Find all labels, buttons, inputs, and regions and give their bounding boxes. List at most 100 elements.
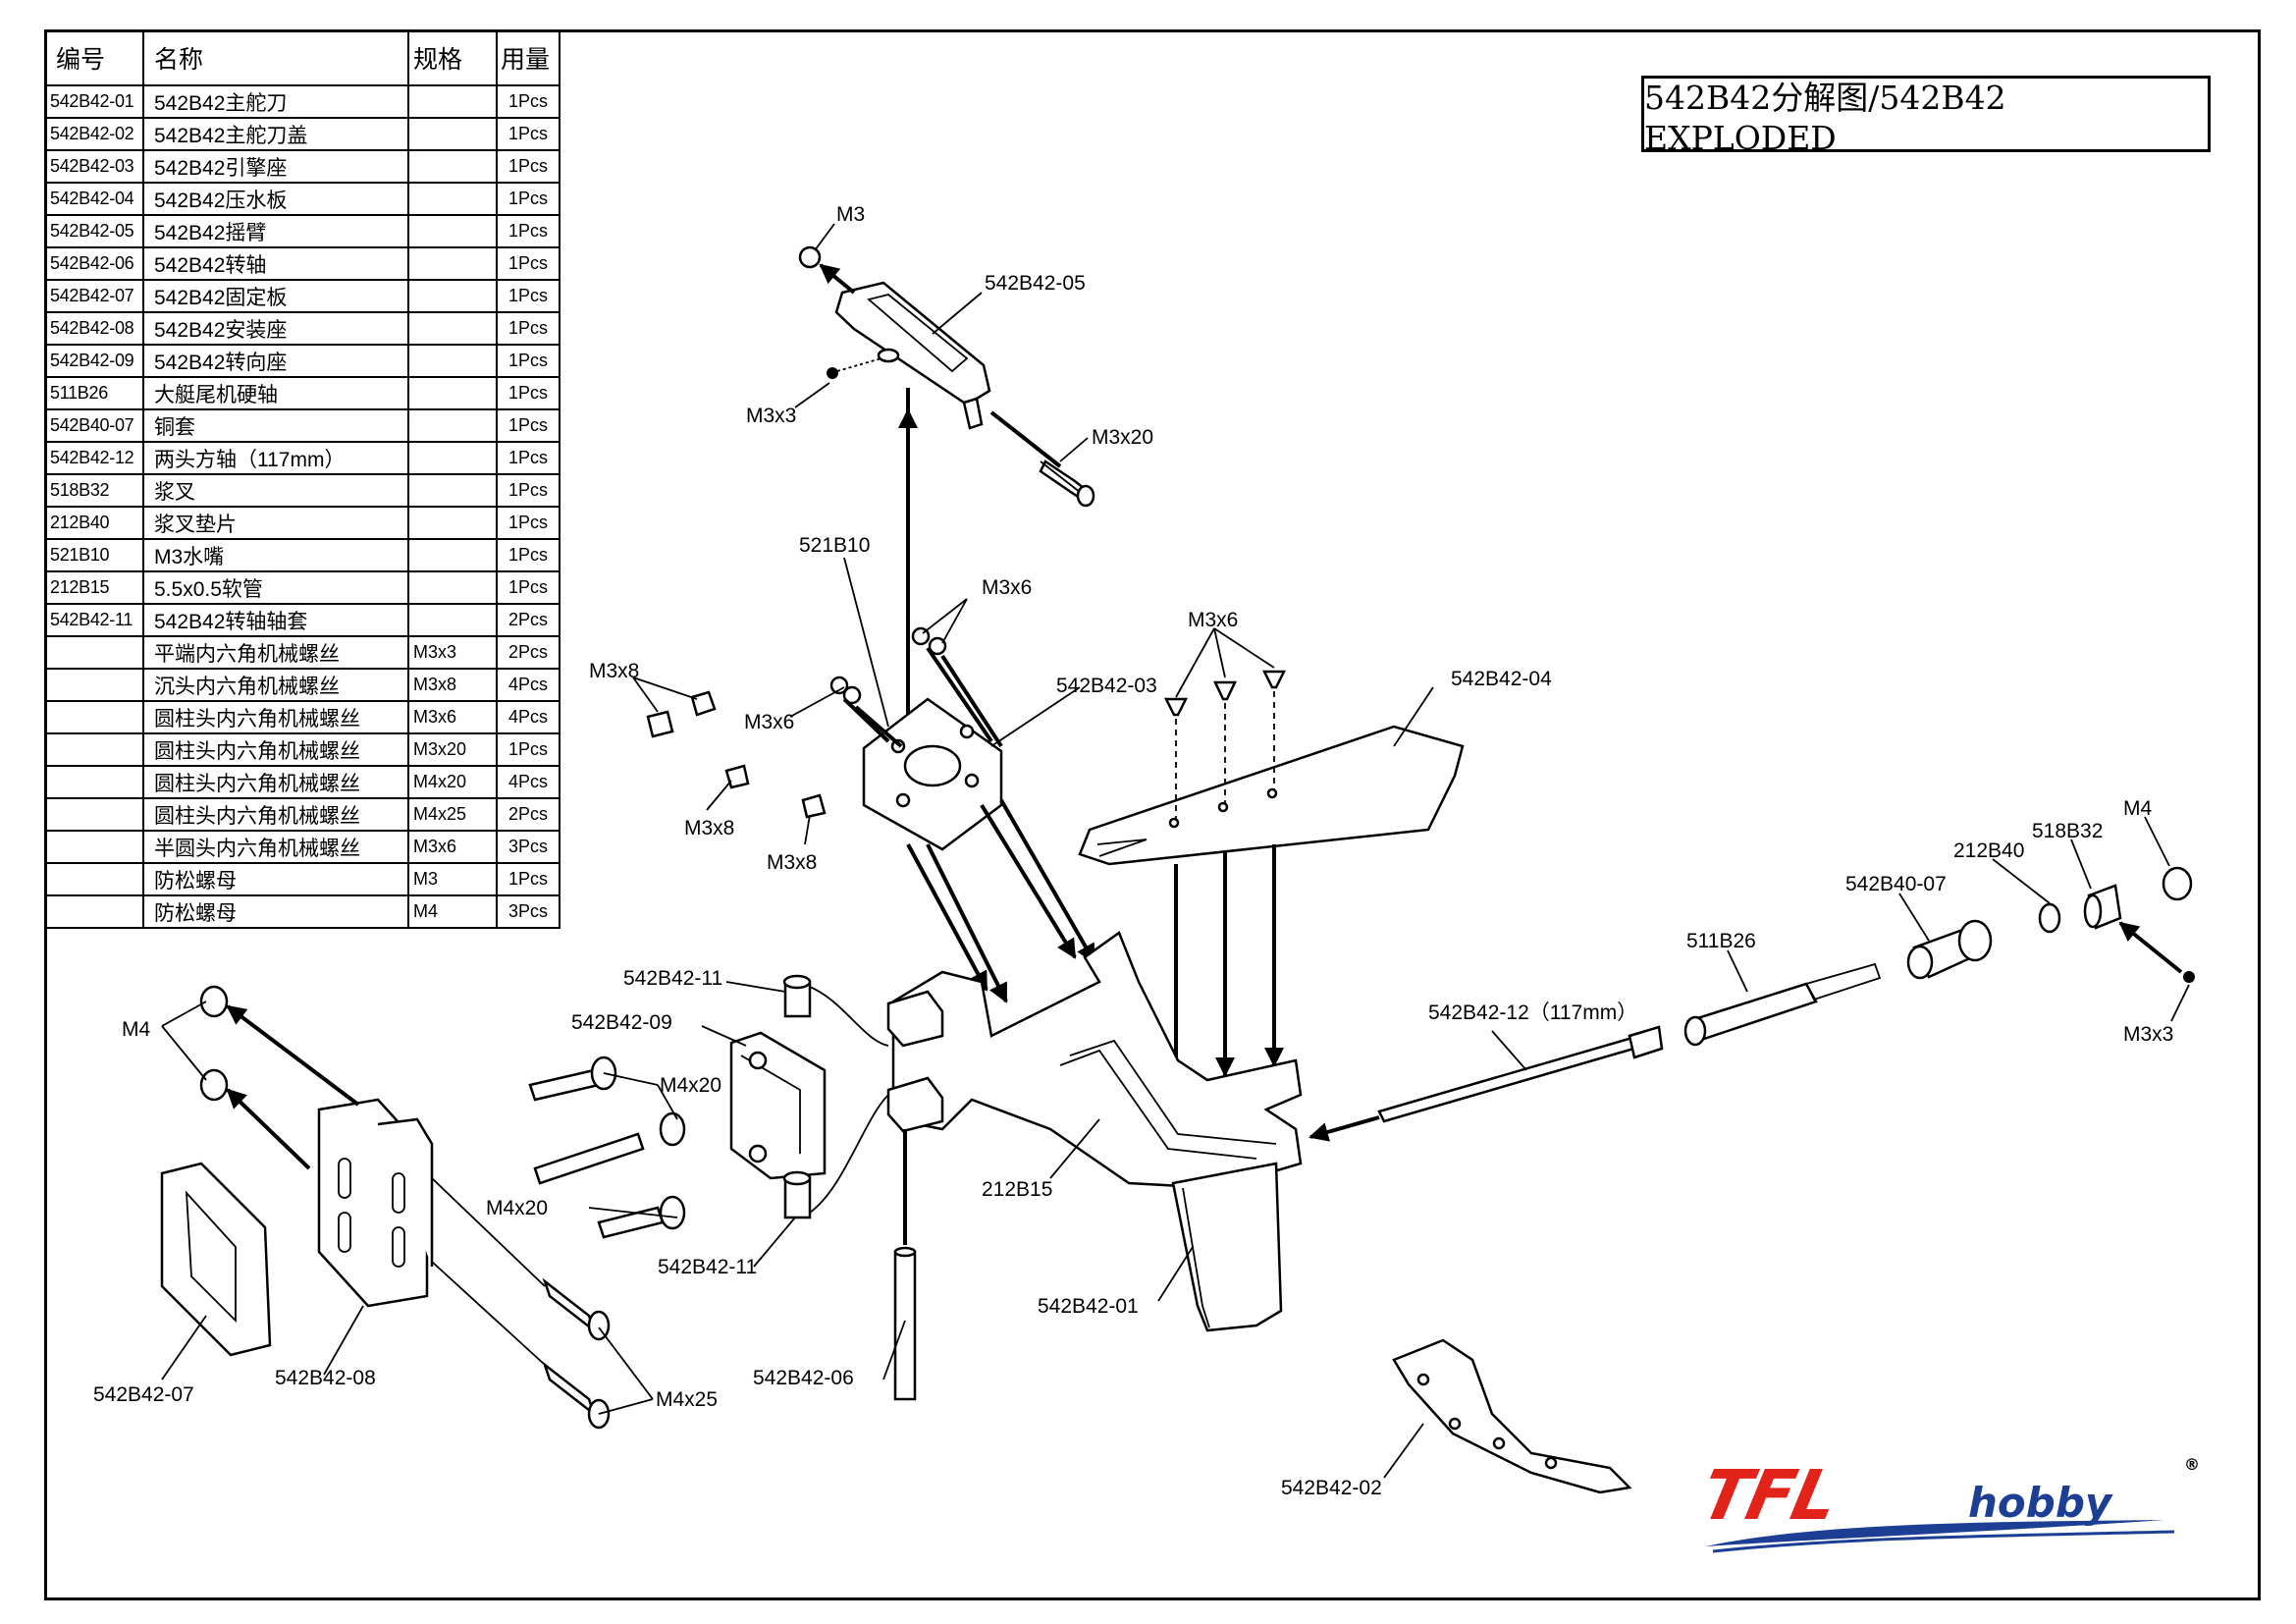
cell-code: 542B42-01 xyxy=(44,84,144,119)
rocker-arm-part xyxy=(798,245,991,430)
washer-icon xyxy=(2038,902,2061,934)
cell-spec: M3x6 xyxy=(407,830,498,864)
cell-qty: 1Pcs xyxy=(496,862,561,896)
engine-mount-part xyxy=(862,697,1003,851)
cell-code: 542B42-03 xyxy=(44,149,144,184)
label-542b42-09: 542B42-09 xyxy=(571,1011,672,1034)
cell-qty: 1Pcs xyxy=(496,344,561,378)
cell-qty: 3Pcs xyxy=(496,894,561,929)
cell-code xyxy=(44,862,144,896)
cell-qty: 1Pcs xyxy=(496,311,561,346)
logo-brand-text: TFL xyxy=(1694,1455,1843,1536)
cell-qty: 2Pcs xyxy=(496,797,561,832)
cell-name: 半圆头内六角机械螺丝 xyxy=(142,830,409,864)
header-spec: 规格 xyxy=(407,29,498,86)
cell-name: 5.5x0.5软管 xyxy=(142,570,409,605)
label-m3x8-a: M3x8 xyxy=(589,660,639,682)
cell-spec xyxy=(407,182,498,216)
cell-name: 两头方轴（117mm） xyxy=(142,441,409,475)
cell-code xyxy=(44,830,144,864)
cell-spec xyxy=(407,473,498,508)
cell-name: 542B42引擎座 xyxy=(142,149,409,184)
cell-name: 铜套 xyxy=(142,408,409,443)
label-m3-top: M3 xyxy=(836,203,865,226)
m3-nut-icon xyxy=(798,245,822,269)
cell-name: 防松螺母 xyxy=(142,862,409,896)
label-542b42-08: 542B42-08 xyxy=(275,1367,376,1389)
prop-drive-part xyxy=(2083,884,2122,930)
cell-qty: 3Pcs xyxy=(496,830,561,864)
cell-qty: 4Pcs xyxy=(496,765,561,799)
leader-lines xyxy=(161,223,2190,1479)
cell-name: 542B42安装座 xyxy=(142,311,409,346)
label-212b15: 212B15 xyxy=(982,1178,1052,1201)
cell-qty: 1Pcs xyxy=(496,441,561,475)
cell-spec xyxy=(407,246,498,281)
cell-qty: 4Pcs xyxy=(496,700,561,734)
cell-spec: M4x25 xyxy=(407,797,498,832)
label-m4x20-a: M4x20 xyxy=(660,1074,721,1097)
trim-plate-part xyxy=(1078,725,1465,866)
cell-code xyxy=(44,732,144,767)
cell-code: 542B42-06 xyxy=(44,246,144,281)
cell-qty: 1Pcs xyxy=(496,376,561,410)
cell-name: 542B42转向座 xyxy=(142,344,409,378)
label-518b32: 518B32 xyxy=(2032,820,2103,842)
cell-qty: 1Pcs xyxy=(496,506,561,540)
cell-code: 542B42-09 xyxy=(44,344,144,378)
cell-qty: 1Pcs xyxy=(496,117,561,151)
cell-code: 542B42-04 xyxy=(44,182,144,216)
cell-name: 542B42主舵刀 xyxy=(142,84,409,119)
cell-name: 沉头内六角机械螺丝 xyxy=(142,668,409,702)
cell-qty: 1Pcs xyxy=(496,279,561,313)
cell-spec xyxy=(407,311,498,346)
cell-qty: 1Pcs xyxy=(496,473,561,508)
cell-name: 圆柱头内六角机械螺丝 xyxy=(142,700,409,734)
cell-spec: M3x20 xyxy=(407,732,498,767)
stub-axle-part xyxy=(1683,962,1882,1047)
cell-code xyxy=(44,635,144,670)
cell-name: 防松螺母 xyxy=(142,894,409,929)
label-m3x8-c: M3x8 xyxy=(767,851,817,874)
label-542b42-02: 542B42-02 xyxy=(1281,1477,1382,1499)
cell-code: 542B42-05 xyxy=(44,214,144,248)
cell-spec xyxy=(407,214,498,248)
pivot-shaft-part xyxy=(893,1246,917,1401)
cell-spec: M3x6 xyxy=(407,700,498,734)
cell-qty: 1Pcs xyxy=(496,408,561,443)
cell-qty: 1Pcs xyxy=(496,149,561,184)
cell-spec xyxy=(407,538,498,572)
label-542b42-11-bot: 542B42-11 xyxy=(658,1256,757,1278)
m4-nut-icon xyxy=(199,1068,229,1102)
cell-name: 542B42转轴 xyxy=(142,246,409,281)
label-542b42-04: 542B42-04 xyxy=(1451,668,1552,690)
cell-code: 542B42-08 xyxy=(44,311,144,346)
cell-qty: 1Pcs xyxy=(496,214,561,248)
cell-name: 浆叉垫片 xyxy=(142,506,409,540)
label-m3x6-c: M3x6 xyxy=(744,711,794,733)
label-542b42-11-top: 542B42-11 xyxy=(623,967,722,990)
m4x25-screws xyxy=(431,1177,611,1430)
cell-spec xyxy=(407,603,498,637)
cell-code: 542B42-11 xyxy=(44,603,144,637)
label-m4-left: M4 xyxy=(122,1018,150,1041)
cell-name: 542B42压水板 xyxy=(142,182,409,216)
m4-nut-icon xyxy=(2162,866,2193,901)
cell-qty: 1Pcs xyxy=(496,182,561,216)
label-212b40: 212B40 xyxy=(1953,839,2024,862)
rudder-blade-part xyxy=(1171,1162,1283,1332)
cell-spec xyxy=(407,441,498,475)
header-name: 名称 xyxy=(142,29,409,86)
cell-name: 542B42固定板 xyxy=(142,279,409,313)
label-m3x6-b: M3x6 xyxy=(1188,609,1238,631)
steering-block-part xyxy=(729,1031,827,1180)
